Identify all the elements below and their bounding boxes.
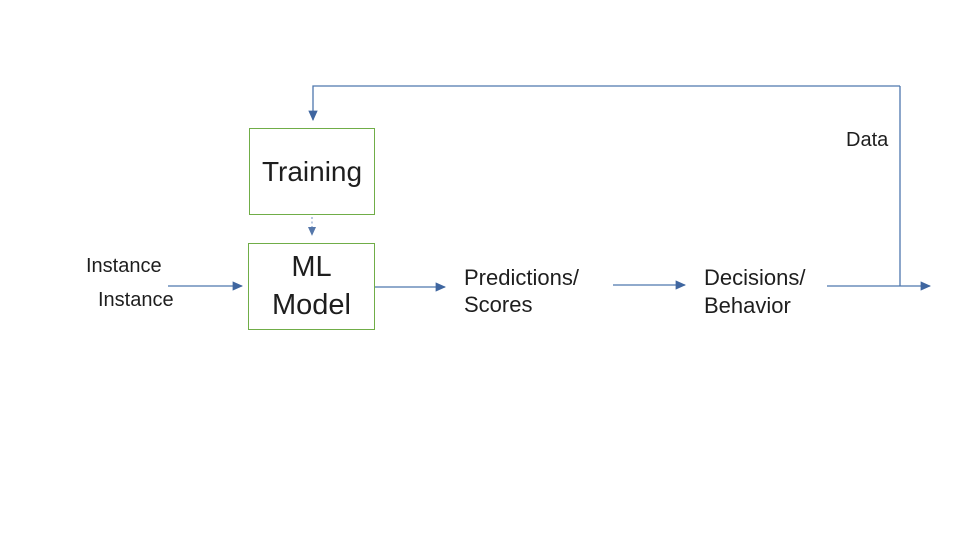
data-label: Data [846,129,889,151]
decisions-behavior-label: Decisions/ Behavior [704,265,806,318]
ml-model-box: ML Model [248,243,375,330]
feedback-loop-arrow [308,85,900,122]
predictions-scores-label: Predictions/ Scores [464,265,579,317]
instance-label-top: Instance [86,255,162,277]
instance-label-bottom: Instance [98,289,174,311]
ml-model-box-label: ML Model [272,250,351,321]
training-box-label: Training [261,155,363,187]
training-box: Training [249,128,375,215]
